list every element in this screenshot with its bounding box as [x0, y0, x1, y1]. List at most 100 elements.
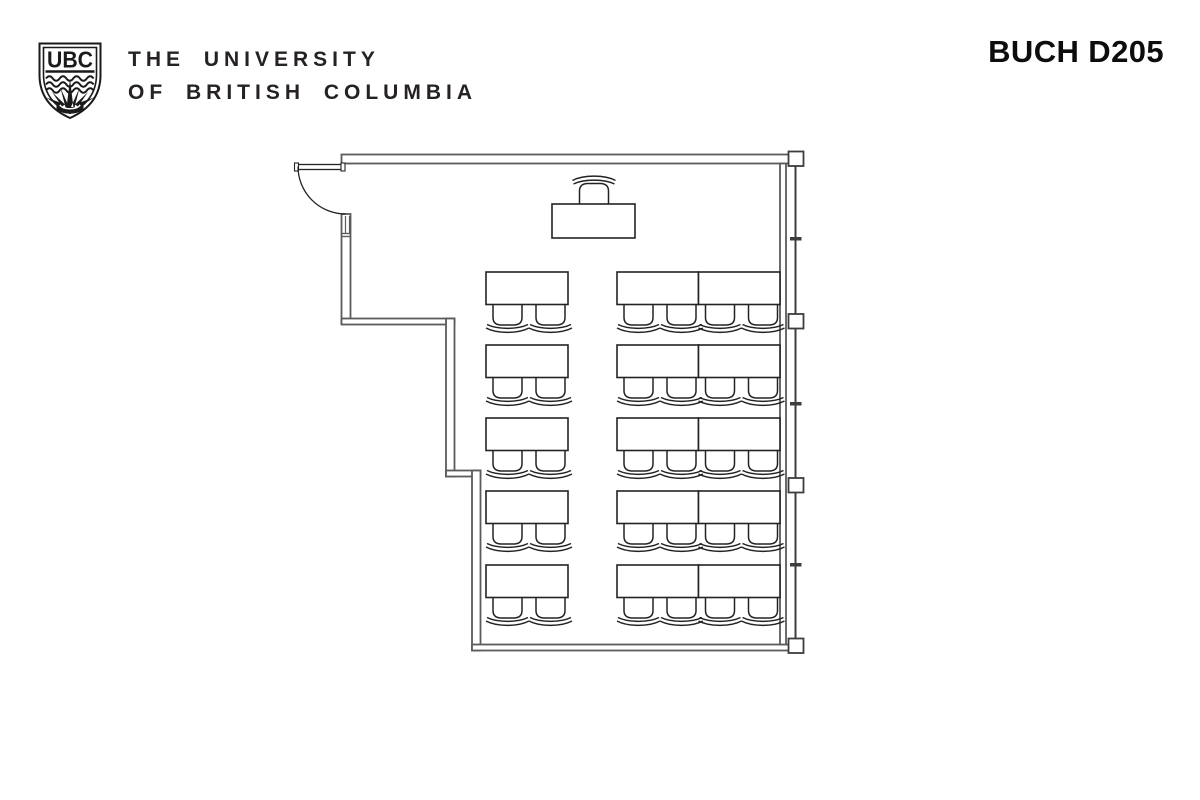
chair-part: [623, 523, 654, 545]
chair-part: [616, 327, 661, 334]
chair: [659, 597, 704, 627]
student-table: [485, 417, 569, 452]
chair-part: [617, 323, 660, 330]
door-swing-arc: [297, 166, 346, 215]
chair-part: [666, 523, 697, 545]
chair-part: [704, 450, 736, 472]
chair-part: [698, 327, 742, 334]
chair-part: [535, 523, 566, 545]
student-table: [616, 490, 700, 525]
chair-part: [528, 546, 573, 553]
chair-part: [699, 323, 741, 330]
window-tick: [790, 402, 802, 406]
window-mullion: [787, 313, 805, 330]
crest-monogram: UBC: [47, 47, 93, 73]
student-table: [697, 271, 781, 306]
chair-part: [742, 616, 784, 623]
chair-part: [747, 597, 779, 619]
student-table: [616, 564, 700, 599]
chair-part: [659, 327, 704, 334]
chair-part: [485, 620, 530, 627]
chair-part: [485, 546, 530, 553]
chair: [698, 377, 742, 407]
chair-part: [666, 377, 697, 399]
chair-part: [528, 327, 573, 334]
chair-part: [492, 304, 523, 326]
chair: [741, 304, 785, 334]
chair-part: [623, 450, 654, 472]
chair-part: [666, 450, 697, 472]
chair-part: [666, 597, 697, 619]
chair-part: [486, 616, 529, 623]
chair-part: [486, 469, 529, 476]
chair-part: [704, 377, 736, 399]
chair-part: [747, 377, 779, 399]
student-table: [485, 271, 569, 306]
chair-part: [742, 396, 784, 403]
chair-part: [617, 616, 660, 623]
student-table: [697, 490, 781, 525]
chair-part: [742, 323, 784, 330]
chair-part: [617, 542, 660, 549]
crest-sunburst: [46, 79, 94, 114]
chair-part: [660, 469, 703, 476]
chair: [698, 304, 742, 334]
chair-part: [529, 616, 572, 623]
chair: [698, 597, 742, 627]
chair: [616, 523, 661, 553]
ubc-brand: UBC THE UNIVERSITY OF BRITISH COLUMBIA: [37, 41, 477, 121]
chair: [741, 450, 785, 480]
student-table: [616, 271, 700, 306]
chair-part: [747, 450, 779, 472]
chair-part: [529, 396, 572, 403]
student-table: [697, 417, 781, 452]
chair-part: [528, 473, 573, 480]
chair-part: [741, 400, 785, 407]
chair: [485, 523, 530, 553]
window-mullion: [787, 477, 805, 494]
university-name-line2: OF BRITISH COLUMBIA: [128, 81, 477, 104]
chair: [698, 450, 742, 480]
chair: [485, 450, 530, 480]
student-table: [616, 417, 700, 452]
wall-bottom: [471, 643, 791, 652]
chair-part: [747, 523, 779, 545]
door-hinge-cap: [340, 162, 346, 172]
window-tick: [790, 237, 802, 241]
chair-part: [535, 377, 566, 399]
chair-part: [698, 400, 742, 407]
chair-part: [698, 620, 742, 627]
chair: [485, 377, 530, 407]
chair: [572, 175, 616, 204]
student-table: [697, 564, 781, 599]
chair-part: [741, 546, 785, 553]
room-label: BUCH D205: [988, 34, 1164, 69]
chair-part: [698, 546, 742, 553]
chair-part: [616, 620, 661, 627]
chair-part: [529, 542, 572, 549]
chair-part: [660, 323, 703, 330]
chair-part: [623, 597, 654, 619]
door-leaf: [295, 163, 345, 171]
chair-part: [704, 597, 736, 619]
chair-part: [616, 546, 661, 553]
chair-part: [535, 304, 566, 326]
chair-part: [573, 179, 615, 185]
chair-part: [660, 542, 703, 549]
chair-part: [492, 450, 523, 472]
chair: [528, 597, 573, 627]
chair-part: [741, 620, 785, 627]
chair-part: [659, 473, 704, 480]
chair: [659, 523, 704, 553]
chair: [698, 523, 742, 553]
chair-part: [535, 597, 566, 619]
window-mullion: [787, 637, 805, 654]
chair-part: [741, 327, 785, 334]
chair-part: [528, 620, 573, 627]
chair-part: [485, 473, 530, 480]
chair-part: [617, 396, 660, 403]
chair-part: [529, 323, 572, 330]
student-table: [616, 344, 700, 379]
chair-part: [492, 597, 523, 619]
